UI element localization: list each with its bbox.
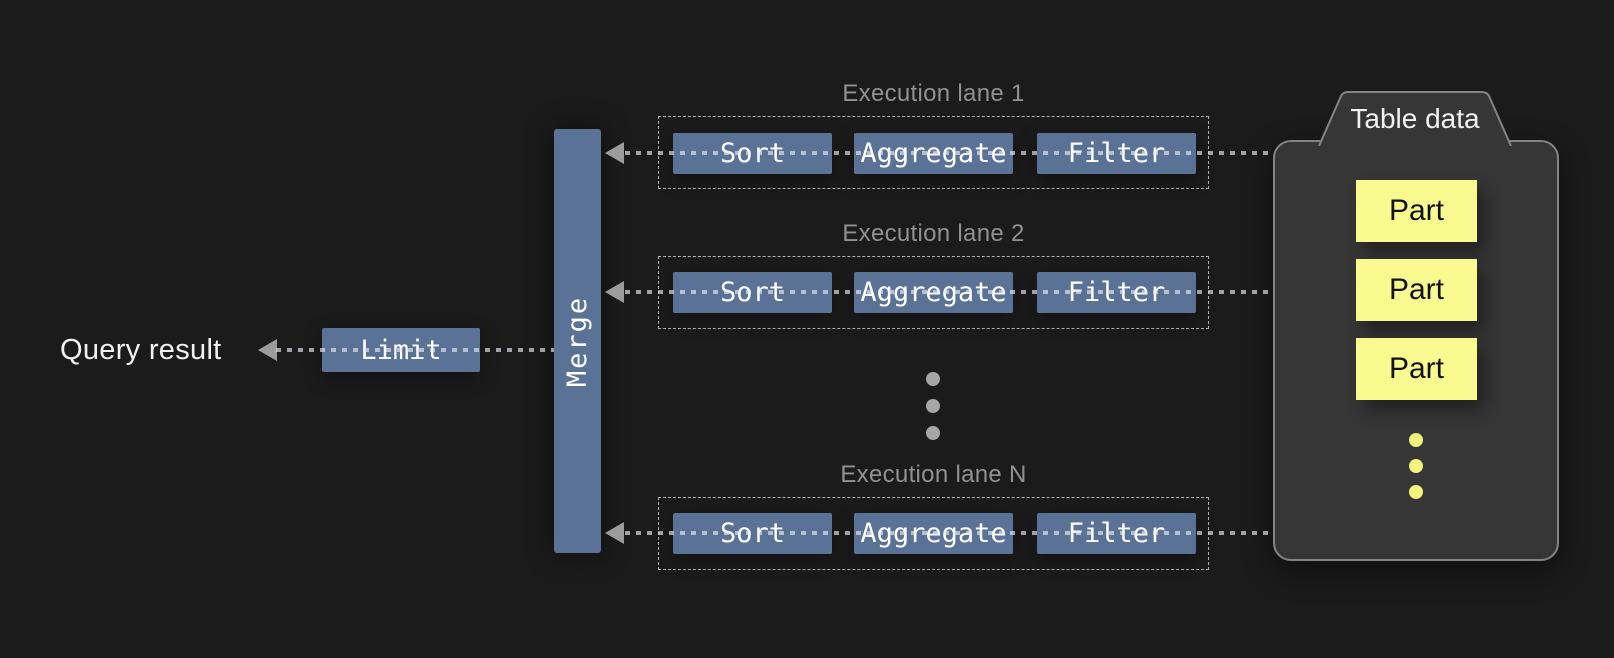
lanes-ellipsis-icon (926, 372, 940, 453)
dotted-connector (625, 531, 1273, 535)
arrow-left-icon (605, 142, 624, 164)
merge-bar: Merge (554, 129, 601, 553)
arrow-left-icon (605, 522, 624, 544)
parts-ellipsis-icon (1409, 433, 1423, 511)
dotted-connector (625, 290, 1273, 294)
part-block: Part (1356, 180, 1477, 242)
query-result-label: Query result (60, 334, 222, 366)
lane-label: Execution lane N (840, 461, 1027, 488)
arrow-left-icon (258, 339, 277, 361)
part-block: Part (1356, 259, 1477, 321)
dotted-connector (276, 348, 554, 352)
table-data-label: Table data (1350, 103, 1480, 134)
part-label: Part (1388, 273, 1445, 306)
part-block: Part (1356, 338, 1477, 400)
table-data-tab (1318, 91, 1512, 146)
arrow-left-icon (605, 281, 624, 303)
lane-label: Execution lane 1 (842, 80, 1025, 107)
dotted-connector (625, 151, 1273, 155)
part-label: Part (1388, 194, 1445, 227)
lane-label: Execution lane 2 (842, 220, 1025, 247)
merge-label: Merge (562, 295, 593, 387)
part-label: Part (1388, 352, 1445, 385)
